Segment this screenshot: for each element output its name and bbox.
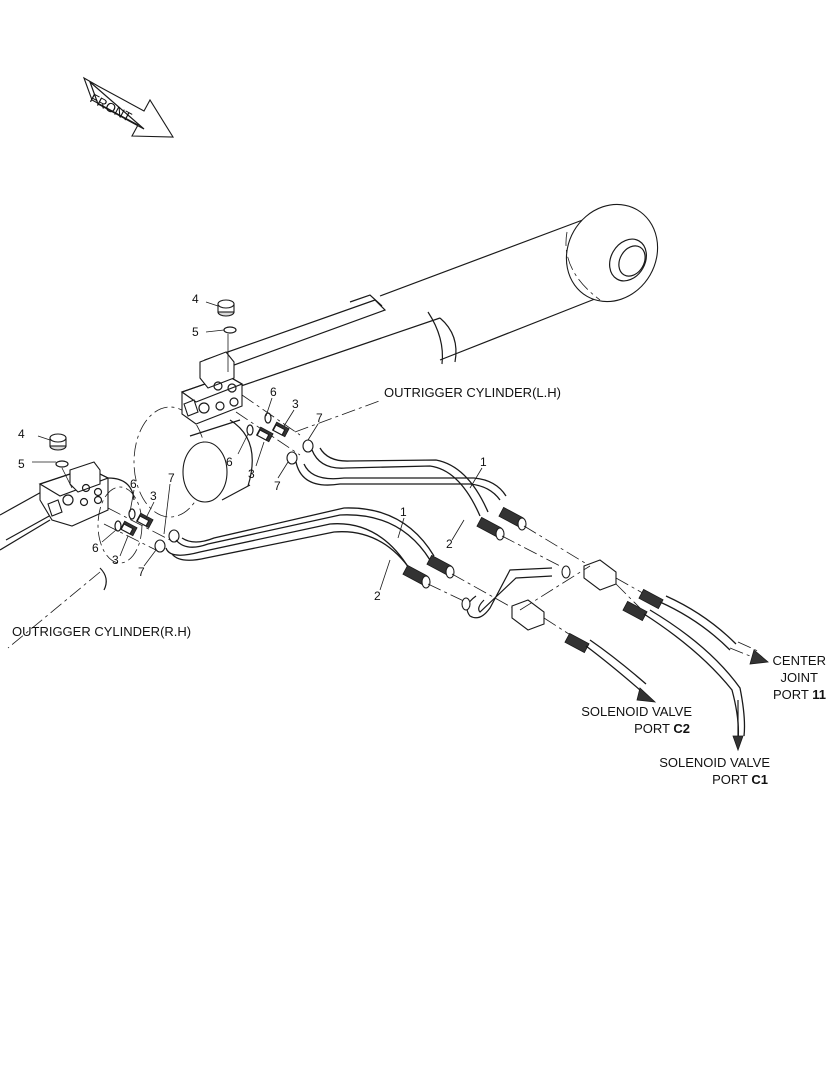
solenoid-c2-line1: SOLENOID VALVE (581, 704, 692, 719)
hose-end-fitting-lh-1 (498, 506, 527, 531)
solenoid-c1-line2: PORT C1 (712, 772, 768, 787)
callout-3-rh-bottom: 3 (112, 553, 119, 567)
fittings-rh (103, 507, 180, 553)
oring-rh (55, 460, 69, 468)
label-center-joint: CENTER JOINT PORT 11 (773, 653, 826, 702)
callout-5-lh: 5 (192, 325, 199, 339)
hoses-rh (165, 507, 455, 589)
front-arrow: FRONT (82, 76, 175, 138)
callout-1-lower: 1 (400, 505, 407, 519)
callout-leaders (32, 301, 483, 591)
fittings-lh (235, 394, 314, 465)
label-outrigger-cylinder-lh: OUTRIGGER CYLINDER(L.H) (384, 385, 561, 400)
center-joint-line2: JOINT (780, 670, 818, 685)
callout-3-lh-top: 3 (292, 397, 299, 411)
callout-4-lh: 4 (192, 292, 199, 306)
center-joint-line3: PORT 11 (773, 687, 826, 702)
outrigger-cylinder-rh (0, 461, 143, 591)
solenoid-c1-line1: SOLENOID VALVE (659, 755, 770, 770)
callout-5-rh: 5 (18, 457, 25, 471)
leader-lh-cylinder (294, 399, 383, 433)
callout-6-rh-top: 6 (130, 477, 137, 491)
callout-7-lh-top: 7 (316, 411, 323, 425)
callout-6-rh-bottom: 6 (92, 541, 99, 555)
oring-lh (223, 326, 237, 334)
callout-7-rh-top: 7 (168, 471, 175, 485)
callout-3-lh-bottom: 3 (248, 467, 255, 481)
callout-6-lh-bottom: 6 (226, 455, 233, 469)
label-solenoid-c1: SOLENOID VALVE PORT C1 (659, 755, 770, 787)
junction-piping (427, 525, 649, 637)
solenoid-c2-line2: PORT C2 (634, 721, 690, 736)
hose-end-fitting-lh-2 (476, 516, 505, 541)
plug-rh (49, 433, 67, 451)
outgoing-hoses (564, 588, 769, 752)
callout-2-upper: 2 (446, 537, 453, 551)
callout-3-rh-top: 3 (150, 489, 157, 503)
center-joint-line1: CENTER (773, 653, 826, 668)
callout-7-lh-bottom: 7 (274, 479, 281, 493)
label-solenoid-c2: SOLENOID VALVE PORT C2 (581, 704, 692, 736)
callout-6-lh-top: 6 (270, 385, 277, 399)
plug-lh (217, 299, 235, 317)
hoses-lh (295, 447, 527, 541)
label-outrigger-cylinder-rh: OUTRIGGER CYLINDER(R.H) (12, 624, 191, 639)
hose-end-fitting-rh-1 (426, 554, 455, 579)
callout-2-lower: 2 (374, 589, 381, 603)
callout-1-upper: 1 (480, 455, 487, 469)
hose-end-fitting-rh-2 (402, 564, 431, 589)
callout-4-rh: 4 (18, 427, 25, 441)
callout-7-rh-bottom: 7 (138, 565, 145, 579)
outrigger-cylinder-lh (133, 203, 659, 518)
leader-rh-cylinder (7, 571, 101, 649)
